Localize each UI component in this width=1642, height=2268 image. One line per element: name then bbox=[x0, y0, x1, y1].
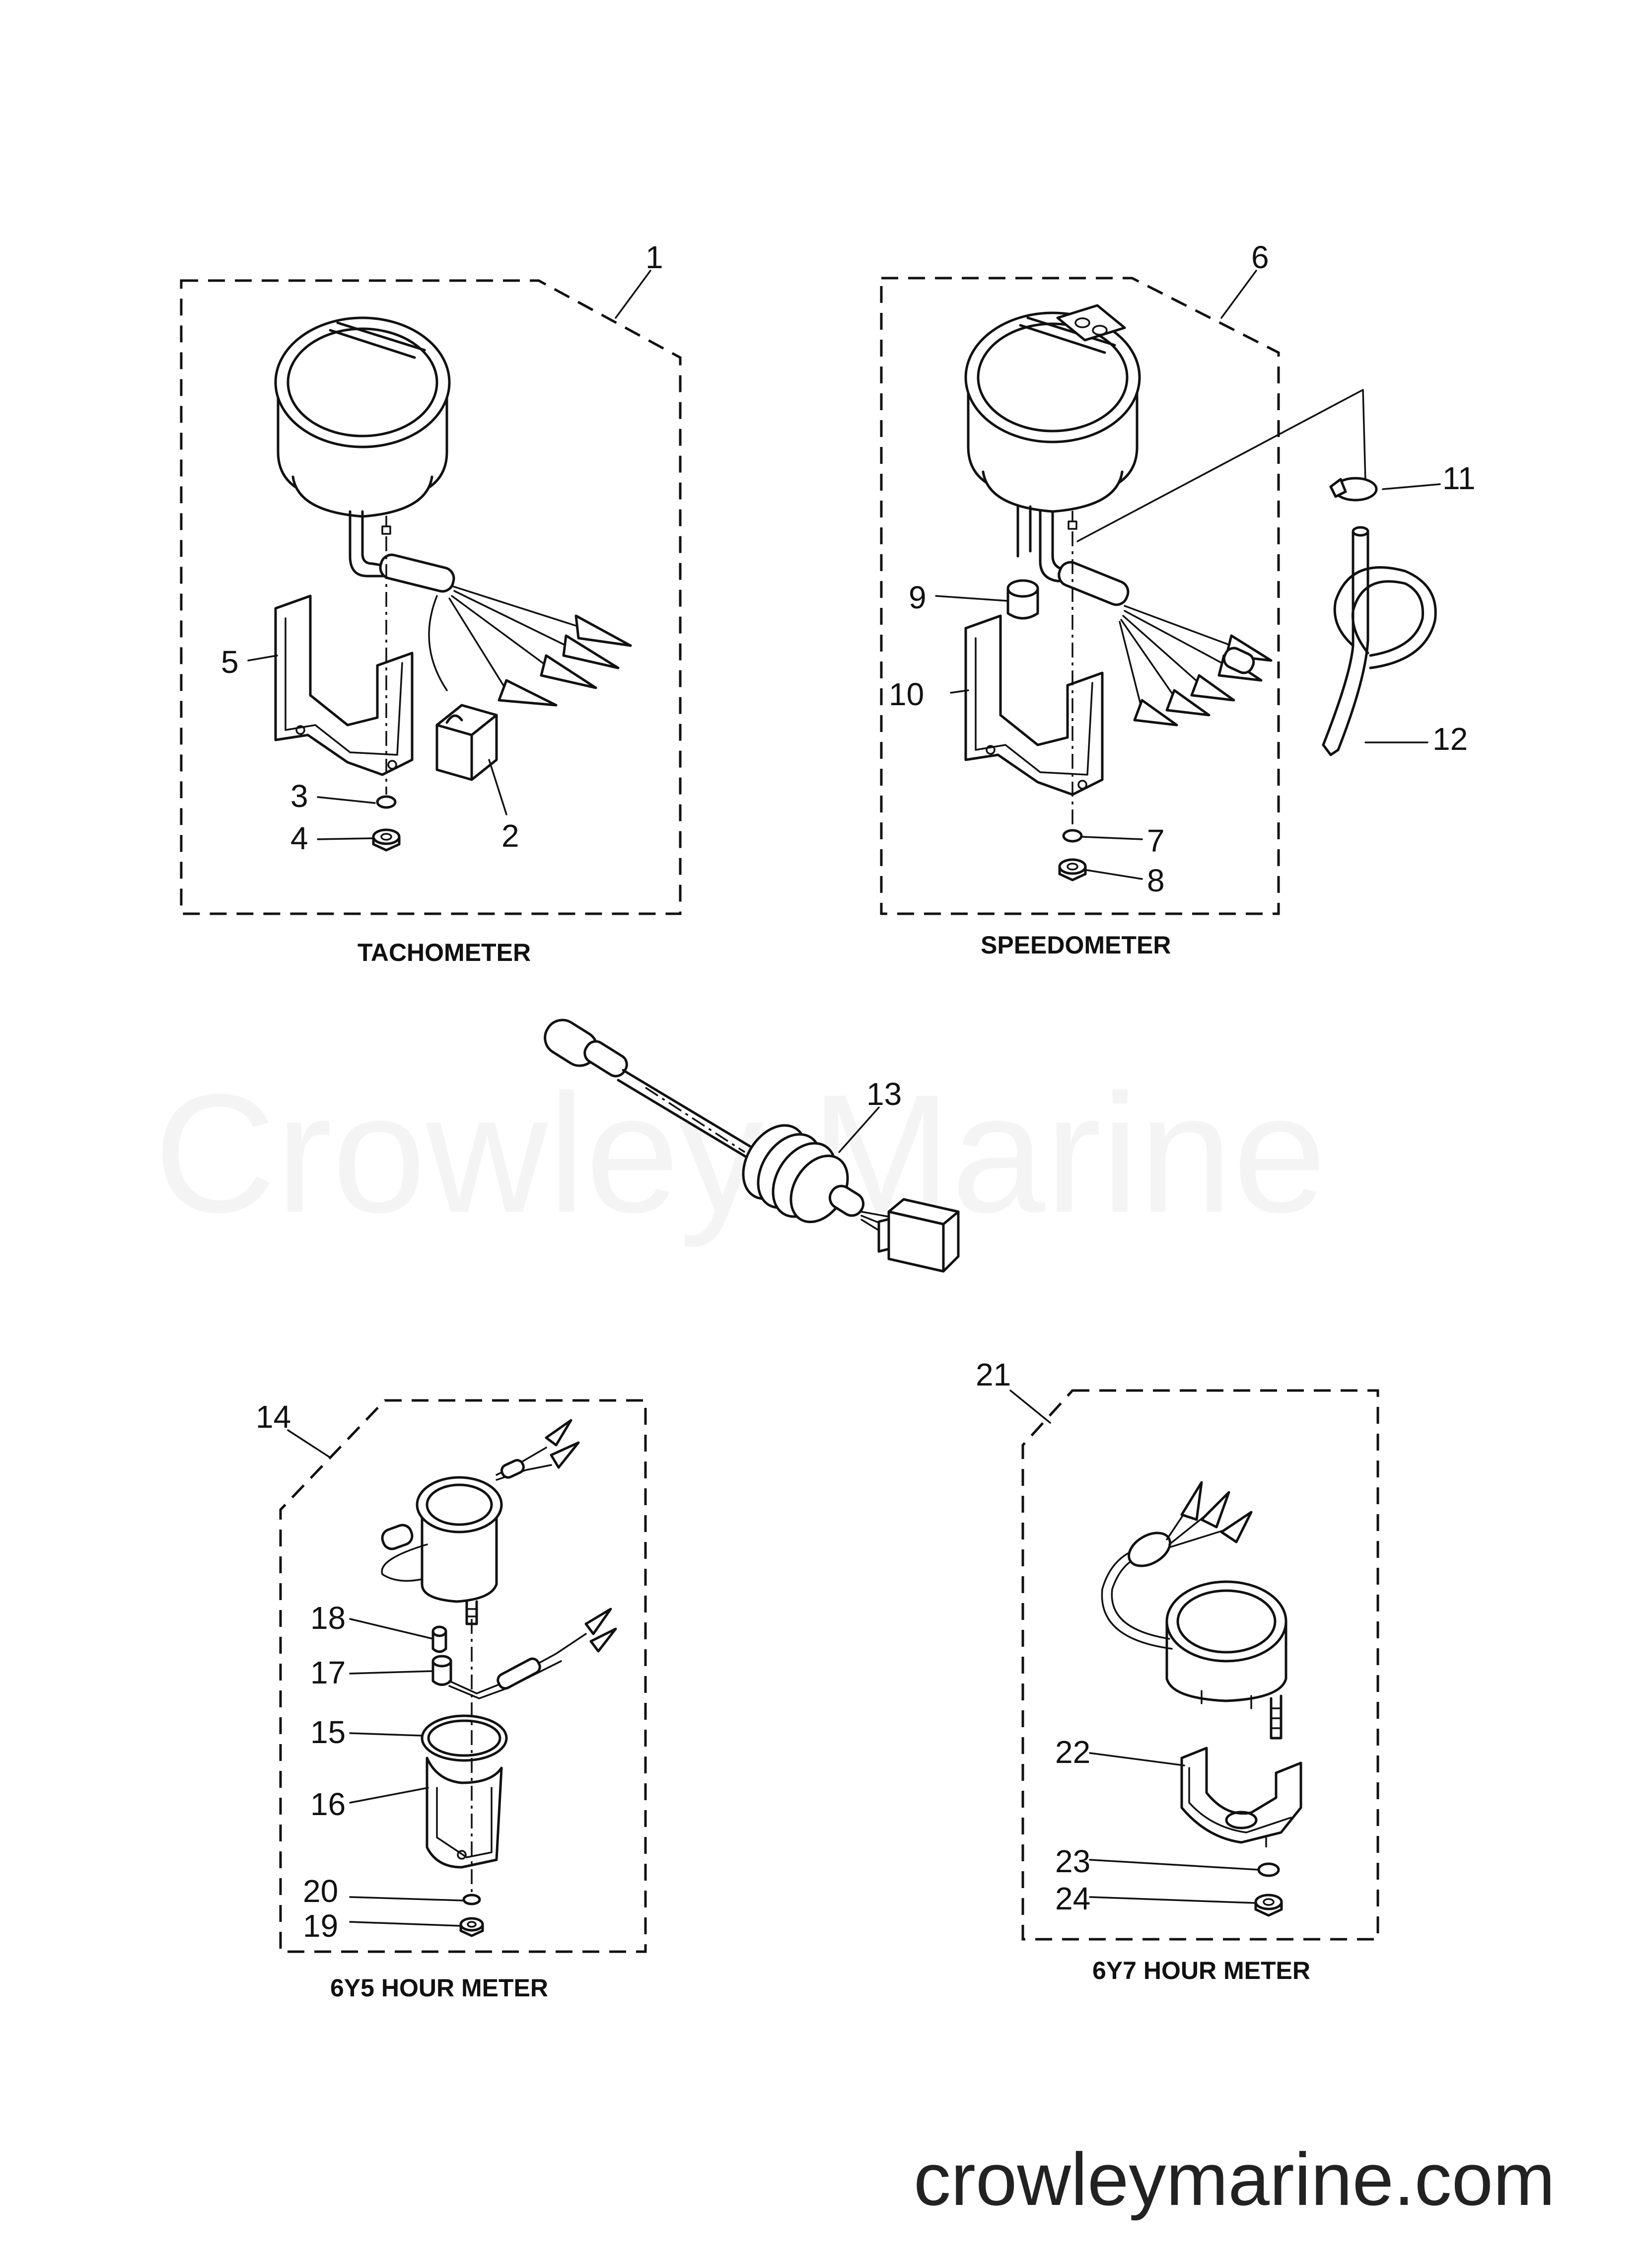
hour-meter-6y5-body bbox=[381, 1419, 580, 1625]
caption-hour-meter-6y7: 6Y7 HOUR METER bbox=[1092, 1957, 1310, 1984]
tachometer-washer bbox=[376, 795, 397, 809]
callout-3: 3 bbox=[290, 778, 308, 814]
callout-4: 4 bbox=[290, 820, 308, 856]
hour-meter-6y7-washer bbox=[1257, 1862, 1280, 1877]
speedometer-nut bbox=[1058, 858, 1087, 881]
hour-meter-6y5-socket bbox=[431, 1608, 617, 1699]
callout-11: 11 bbox=[1442, 460, 1475, 496]
tachometer-group: 1 2 3 4 5 TACHOMETER bbox=[180, 239, 682, 966]
caption-tachometer: TACHOMETER bbox=[357, 939, 531, 966]
callout-1: 1 bbox=[645, 239, 663, 275]
callout-12: 12 bbox=[1432, 721, 1468, 757]
callout-20: 20 bbox=[303, 1873, 338, 1909]
callout-13: 13 bbox=[866, 1076, 902, 1112]
callout-14: 14 bbox=[256, 1399, 291, 1435]
hose-clamp bbox=[1329, 477, 1378, 502]
speedometer-tube bbox=[1322, 526, 1437, 756]
callout-19: 19 bbox=[303, 1908, 338, 1944]
tachometer-harness bbox=[349, 510, 632, 707]
tachometer-gauge bbox=[274, 316, 451, 535]
callout-15: 15 bbox=[310, 1714, 346, 1750]
hour-meter-6y7-nut bbox=[1254, 1894, 1283, 1917]
hour-meter-6y5-ring bbox=[421, 1714, 508, 1762]
callout-5: 5 bbox=[221, 644, 239, 680]
hour-meter-6y7-bracket bbox=[1180, 1747, 1302, 1844]
callout-8: 8 bbox=[1147, 863, 1165, 898]
tachometer-dashed-frame bbox=[180, 279, 682, 915]
hour-meter-6y7-body bbox=[1101, 1481, 1287, 1740]
speedometer-bracket bbox=[964, 614, 1104, 796]
callout-24: 24 bbox=[1055, 1881, 1090, 1916]
hour-meter-6y5-nut bbox=[459, 1917, 484, 1937]
hour-meter-6y5-dashed-frame bbox=[279, 1399, 647, 1953]
hour-meter-6y5-group: 14 15 16 17 18 19 20 6Y5 HOUR METER bbox=[256, 1399, 647, 2002]
speedometer-harness bbox=[1016, 505, 1273, 727]
caption-speedometer: SPEEDOMETER bbox=[981, 931, 1171, 959]
sensor-connector bbox=[877, 1198, 960, 1273]
callout-17: 17 bbox=[310, 1655, 346, 1690]
tachometer-bracket bbox=[274, 594, 414, 776]
hour-meter-6y5-lamp bbox=[431, 1625, 447, 1653]
callout-6: 6 bbox=[1251, 239, 1269, 275]
callout-10: 10 bbox=[889, 676, 924, 712]
speedometer-group: 6 7 8 9 10 11 12 SPEEDOMETER bbox=[880, 239, 1475, 959]
speedometer-gauge bbox=[964, 304, 1141, 530]
sensor-grommet bbox=[742, 1124, 849, 1224]
speedometer-cap bbox=[1006, 579, 1039, 620]
speedometer-washer bbox=[1062, 829, 1083, 843]
speedometer-dashed-frame bbox=[880, 277, 1280, 915]
tachometer-connector bbox=[435, 704, 498, 781]
speedometer-tube-pointer bbox=[1076, 389, 1366, 542]
caption-hour-meter-6y5: 6Y5 HOUR METER bbox=[330, 1974, 548, 2002]
callout-16: 16 bbox=[310, 1786, 346, 1822]
callout-7: 7 bbox=[1147, 823, 1165, 859]
tachometer-nut bbox=[372, 828, 401, 852]
callout-22: 22 bbox=[1055, 1734, 1090, 1770]
hour-meter-6y7-dashed-frame bbox=[1021, 1389, 1379, 1941]
hour-meter-6y5-bracket bbox=[426, 1756, 503, 1869]
callout-9: 9 bbox=[909, 580, 927, 615]
callout-21: 21 bbox=[976, 1357, 1011, 1392]
hour-meter-6y7-group: 21 22 23 24 6Y7 HOUR METER bbox=[976, 1357, 1379, 1984]
callout-18: 18 bbox=[310, 1600, 346, 1636]
hour-meter-6y5-washer bbox=[462, 1894, 481, 1905]
callout-23: 23 bbox=[1055, 1843, 1090, 1879]
speed-sensor-cable: 13 bbox=[544, 1019, 960, 1273]
website-url: crowleymarine.com bbox=[914, 2137, 1555, 2221]
callout-2: 2 bbox=[501, 818, 519, 854]
